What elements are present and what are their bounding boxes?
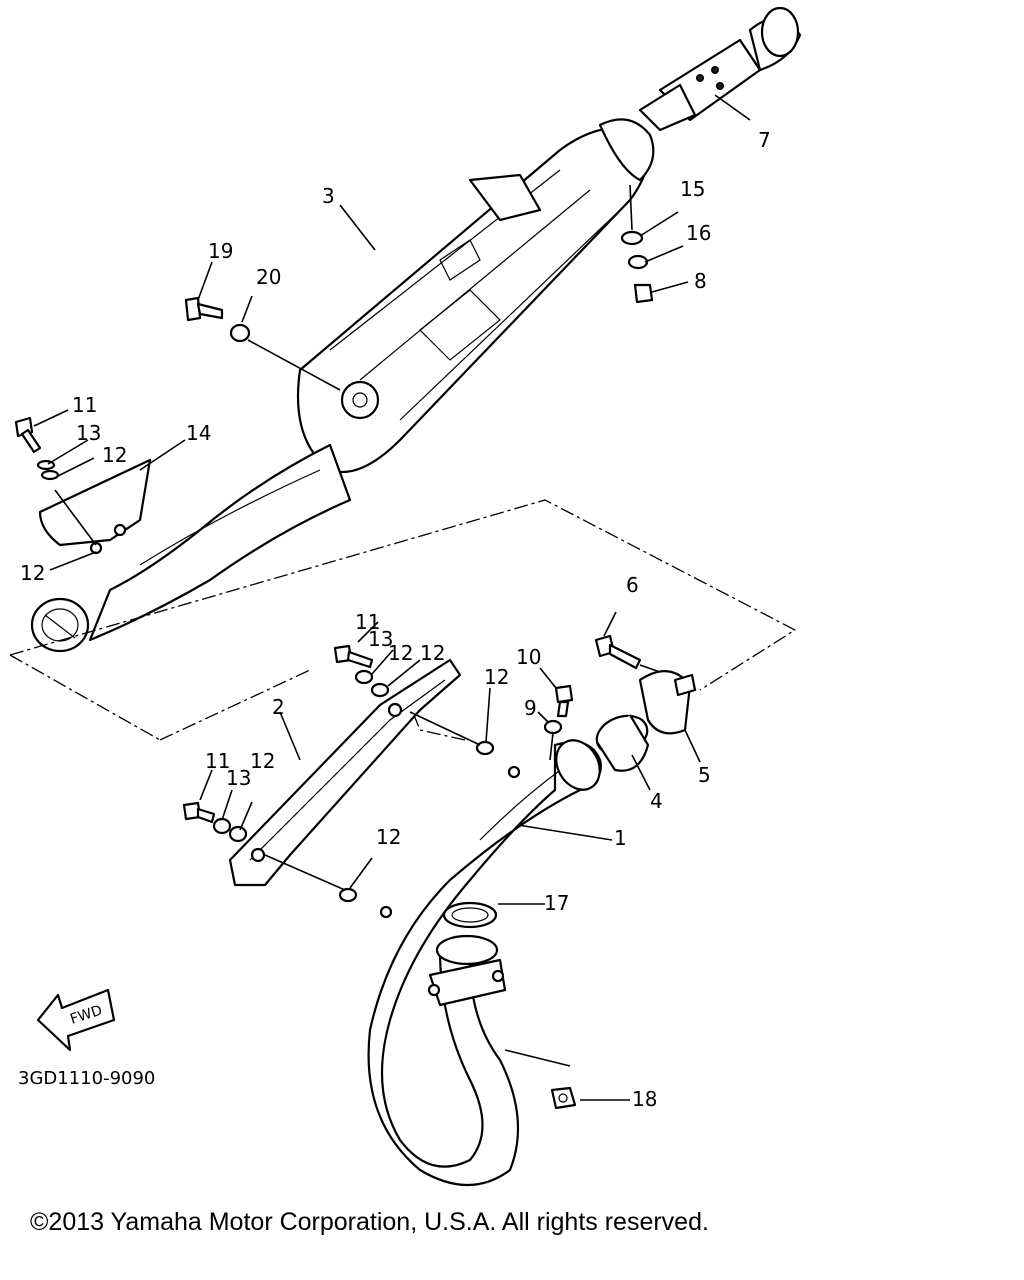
callout: 12 — [102, 443, 127, 467]
callout: 2 — [272, 695, 285, 719]
callout: 10 — [516, 645, 541, 669]
callout: 12 — [388, 641, 413, 665]
callout: 16 — [686, 221, 711, 245]
callout: 14 — [186, 421, 211, 445]
muffler — [30, 118, 655, 653]
callout: 12 — [484, 665, 509, 689]
callout: 12 — [20, 561, 45, 585]
callout: 15 — [680, 177, 705, 201]
callout: 4 — [650, 789, 663, 813]
callout: 12 — [376, 825, 401, 849]
callout: 12 — [250, 749, 275, 773]
callout: 5 — [698, 763, 711, 787]
assembly-frame — [9, 499, 797, 691]
fwd-arrow: FWD — [36, 988, 116, 1052]
callout: 13 — [76, 421, 101, 445]
callout: 6 — [626, 573, 639, 597]
part-number-callouts: 1 2 3 4 5 6 7 8 9 10 11 11 11 12 12 12 1… — [20, 128, 771, 1111]
callout: 13 — [226, 766, 251, 790]
callout: 1 — [614, 826, 627, 850]
callout: 7 — [758, 128, 771, 152]
pipe-gasket-and-clamp — [543, 634, 697, 772]
callout: 17 — [544, 891, 569, 915]
muffler-fasteners — [14, 184, 654, 555]
callout: 11 — [205, 749, 230, 773]
callout: 11 — [72, 393, 97, 417]
callout: 20 — [256, 265, 281, 289]
callout: 9 — [524, 696, 537, 720]
callout: 3 — [322, 184, 335, 208]
drawing-code: 3GD1110-9090 — [18, 1068, 155, 1089]
copyright-notice: ©2013 Yamaha Motor Corporation, U.S.A. A… — [30, 1208, 709, 1236]
callout: 11 — [355, 610, 380, 634]
callout: 12 — [420, 641, 445, 665]
exhaust-pipe — [367, 739, 602, 1186]
callout: 18 — [632, 1087, 657, 1111]
callout: 13 — [368, 627, 393, 651]
callout: 19 — [208, 239, 233, 263]
spark-arrestor — [638, 6, 802, 132]
leader-lines — [33, 94, 751, 1101]
callout: 8 — [694, 269, 707, 293]
